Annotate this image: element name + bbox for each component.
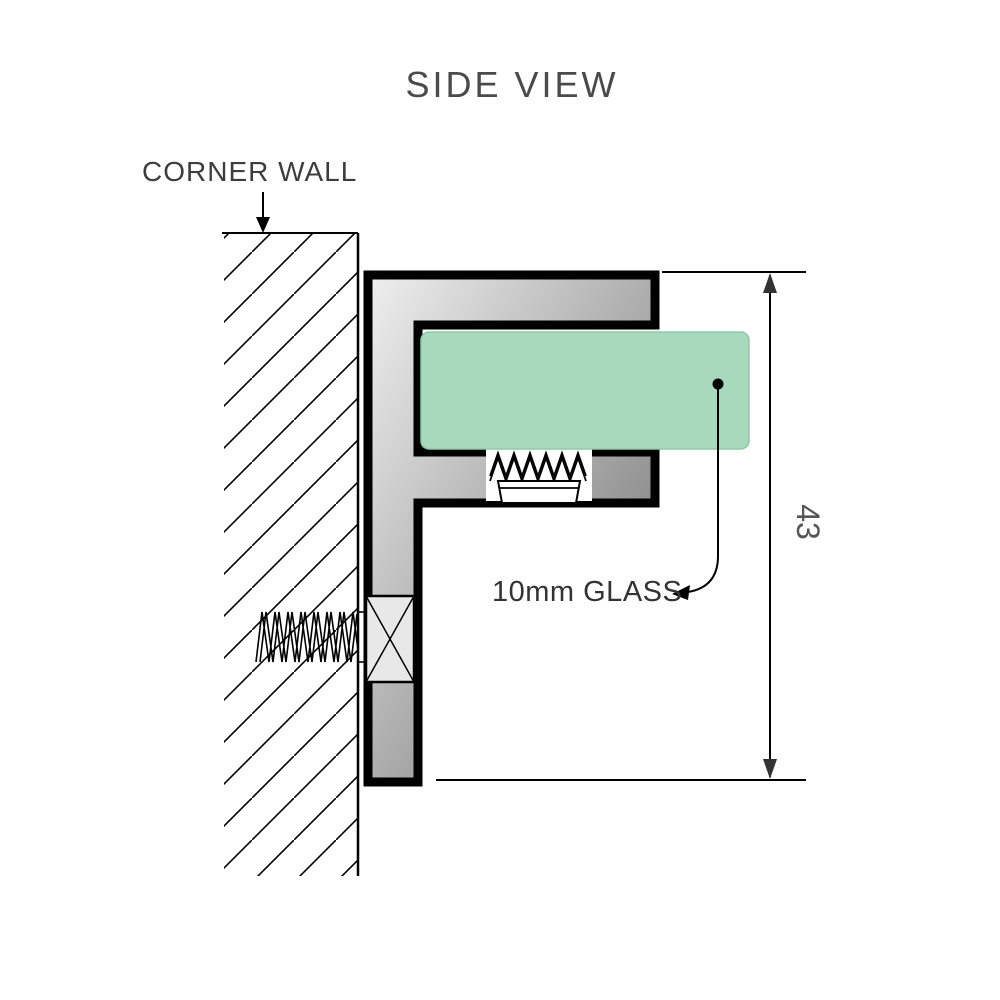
dimension-value: 43 (790, 504, 826, 540)
dimension-43: 43 (436, 271, 826, 781)
screw-thread (255, 611, 366, 663)
glass-pointer-dot (712, 378, 724, 390)
glass-gasket (489, 450, 587, 504)
glass-leader-arrow (672, 585, 690, 600)
wall-hatching (224, 233, 358, 876)
corner-wall-label: CORNER WALL (142, 156, 357, 187)
glass-panel (420, 331, 750, 450)
glass-leader-line (687, 389, 719, 593)
diagram-title: SIDE VIEW (405, 64, 618, 105)
bracket-profile (363, 270, 660, 787)
glass-callout: 10mm GLASS (492, 378, 724, 608)
dimension-arrow-bottom (763, 759, 777, 779)
screw-head (364, 594, 416, 684)
glass-label: 10mm GLASS (492, 576, 682, 608)
corner-wall-arrow (256, 192, 270, 233)
dimension-arrow-top (763, 273, 777, 293)
